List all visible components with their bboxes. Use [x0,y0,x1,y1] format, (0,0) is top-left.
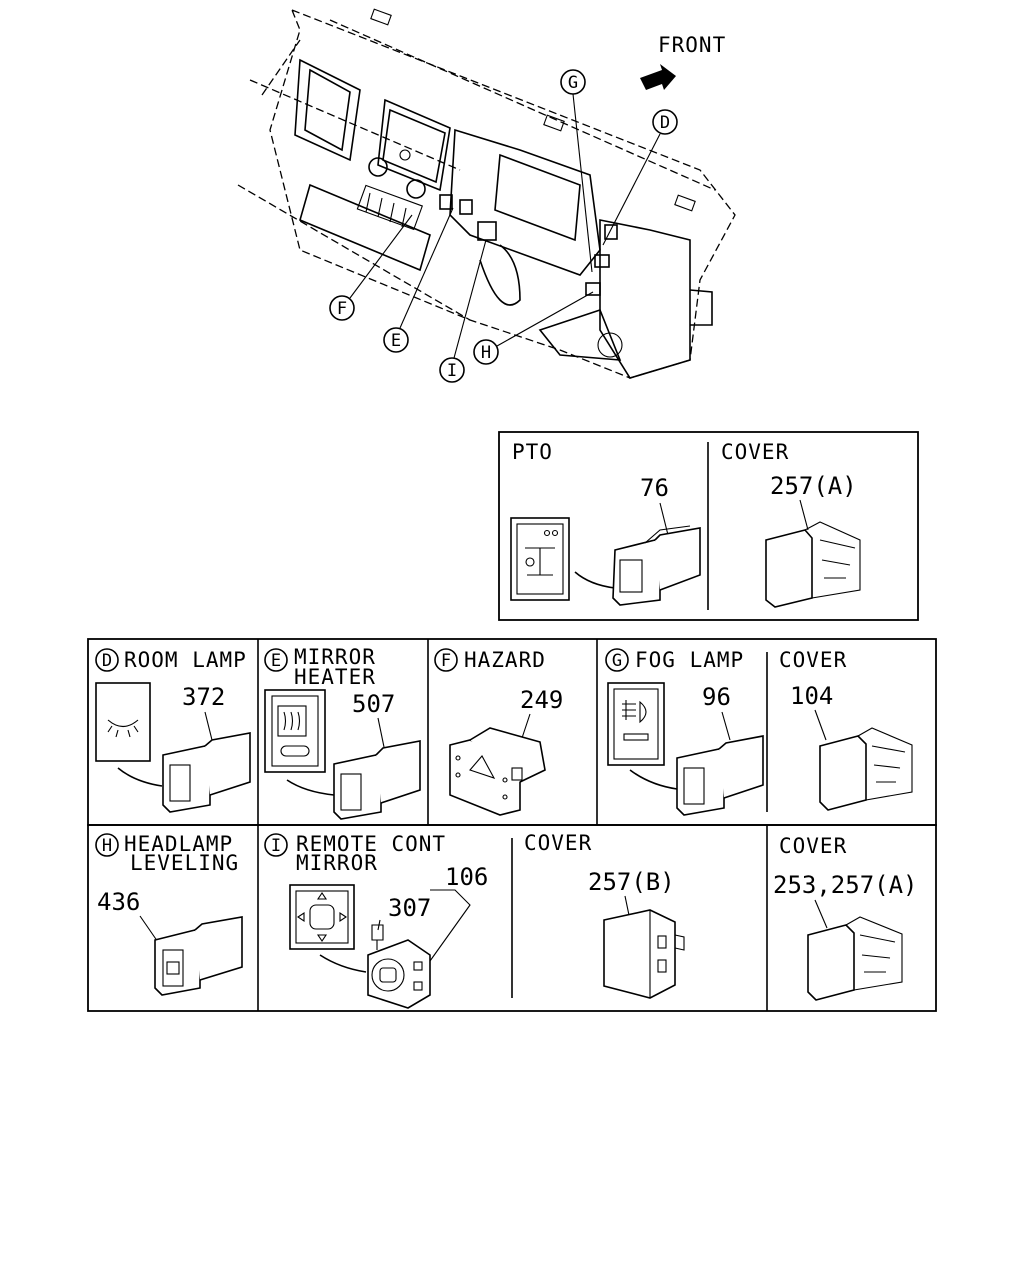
svg-text:I: I [271,836,281,856]
cover-253-257a-title: COVER [779,834,847,858]
headlamp-leveling-title-1: HEADLAMP [124,832,233,856]
callout-i: I [439,239,487,383]
svg-text:H: H [102,836,112,856]
remote-mirror-part-no-307: 307 [388,894,431,922]
hazard-title: HAZARD [464,648,546,672]
svg-text:I: I [447,361,457,381]
mirror-heater-part-no: 507 [352,690,395,718]
svg-text:D: D [102,651,112,671]
cover-257b-title: COVER [524,831,592,855]
fog-lamp-part-no: 96 [702,683,731,711]
callout-d: D [602,109,678,246]
mirror-heater-title-1: MIRROR [294,645,376,669]
remote-cont-mirror-title-1: REMOTE CONT [296,832,446,856]
mirror-heater-cell: E MIRROR HEATER 507 [264,645,421,820]
cover-104-cell: COVER 104 [779,648,913,811]
callout-h: H [473,291,594,365]
cover-104-title: COVER [779,648,847,672]
room-lamp-title: ROOM LAMP [124,648,247,672]
svg-text:F: F [441,651,451,671]
hazard-cell: F HAZARD 249 [434,648,563,816]
callout-e: E [383,207,454,353]
mirror-heater-title-2: HEATER [294,665,376,689]
svg-text:D: D [660,113,670,133]
callout-f: F [329,214,413,321]
front-label: FRONT [658,33,726,57]
headlamp-leveling-part-no: 436 [97,888,140,916]
pto-cover-title: COVER [721,440,789,464]
pto-title: PTO [512,440,553,464]
headlamp-leveling-title-2: LEVELING [130,851,239,875]
pto-part-no: 76 [640,474,669,502]
svg-text:E: E [391,331,401,351]
room-lamp-cell: D ROOM LAMP 372 [95,648,251,813]
svg-text:G: G [612,651,622,671]
remote-mirror-part-no-106: 106 [445,863,488,891]
cover-104-part-no: 104 [790,682,833,710]
remote-cont-mirror-title-2: MIRROR [296,851,378,875]
room-lamp-part-no: 372 [182,683,225,711]
svg-text:F: F [337,299,347,319]
fog-lamp-title: FOG LAMP [635,648,744,672]
headlamp-leveling-cell: H HEADLAMP LEVELING 436 [95,832,243,996]
dashboard-overview: FRONT G D F E I H [237,8,736,383]
cover-253-257a-cell: COVER 253,257(A) [773,834,918,1001]
cover-257b-cell: COVER 257(B) [524,831,685,999]
pto-panel: PTO 76 COVER 257(A) [498,431,919,621]
hazard-part-no: 249 [520,686,563,714]
cover-253-257a-part-no: 253,257(A) [773,871,918,899]
row1-table: D ROOM LAMP 372 E MIRROR HEATER 507 [87,638,937,826]
remote-cont-mirror-cell: I REMOTE CONT MIRROR 106 307 [264,832,488,1009]
callout-g: G [560,69,593,273]
svg-text:H: H [481,343,491,363]
pto-cover-part-no: 257(A) [770,472,857,500]
svg-text:G: G [568,73,578,93]
svg-text:E: E [271,651,281,671]
row2-table: H HEADLAMP LEVELING 436 I REMOTE CONT MI… [87,824,937,1012]
cover-257b-part-no: 257(B) [588,868,675,896]
fog-lamp-cell: G FOG LAMP 96 [605,648,764,816]
